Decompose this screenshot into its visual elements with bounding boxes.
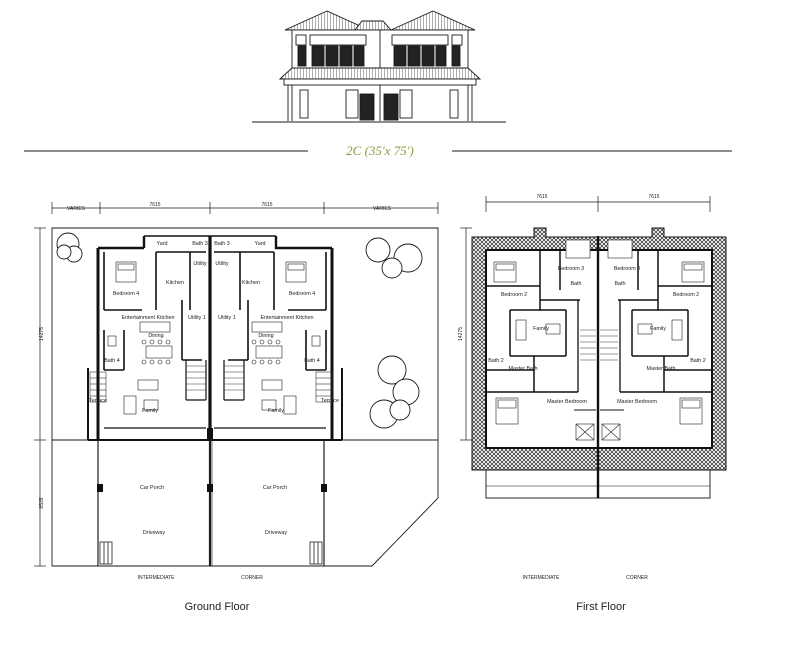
ff-room-master-bath-left: Master Bath xyxy=(508,366,537,372)
ff-room-master-bath-right: Master Bath xyxy=(646,366,675,372)
ff-caption: First Floor xyxy=(576,601,626,613)
gf-room-dining-right: Dining xyxy=(258,333,273,339)
gf-dim-depth-upper: 14275 xyxy=(39,327,45,341)
ff-room-bedroom2-right: Bedroom 2 xyxy=(673,292,699,298)
house-elevation xyxy=(252,10,506,123)
gf-room-utility-right: Utility xyxy=(215,261,228,267)
gf-room-bath4-right: Bath 4 xyxy=(304,358,320,364)
tree-icon xyxy=(56,232,423,429)
gf-room-dining-left: Dining xyxy=(148,333,163,339)
gf-room-bath4-left: Bath 4 xyxy=(104,358,120,364)
gf-room-ent-kitchen-right: Entertainment Kitchen xyxy=(260,315,313,321)
ff-room-bedroom3-left: Bedroom 3 xyxy=(558,266,584,272)
gf-label-intermediate: INTERMEDIATE xyxy=(138,575,176,581)
gf-room-bath3-right: Bath 3 xyxy=(214,241,230,247)
gf-room-ent-kitchen-left: Entertainment Kitchen xyxy=(121,315,174,321)
gf-room-family-left: Family xyxy=(142,408,158,414)
gf-room-family-right: Family xyxy=(268,408,284,414)
gf-room-porch-right: Car Porch xyxy=(263,485,287,491)
ff-room-bath2-left: Bath 2 xyxy=(488,358,504,364)
plan-title: 2C (35'x 75') xyxy=(346,143,414,158)
ff-room-master-bedroom-left: Master Bedroom xyxy=(547,399,587,405)
ff-dim-depth: 14275 xyxy=(458,327,464,341)
gf-room-bath3-left: Bath 3 xyxy=(192,241,208,247)
ff-room-master-bedroom-right: Master Bedroom xyxy=(617,399,657,405)
gf-dim-varies-right: VARIES xyxy=(373,206,392,212)
gf-dim-depth-lower: 8535 xyxy=(39,497,45,508)
gf-dim-7615-left: 7615 xyxy=(149,202,160,208)
gf-room-utility-left: Utility xyxy=(193,261,206,267)
gf-dim-7615-right: 7615 xyxy=(261,202,272,208)
ff-room-family-left: Family xyxy=(533,326,549,332)
ff-label-intermediate: INTERMEDIATE xyxy=(523,575,561,581)
gf-room-terrace-left: Terrace xyxy=(89,398,107,404)
gf-room-porch-left: Car Porch xyxy=(140,485,164,491)
gf-room-bedroom4-left: Bedroom 4 xyxy=(113,291,139,297)
gf-room-utility1-left: Utility 1 xyxy=(188,315,206,321)
ff-room-bedroom2-left: Bedroom 2 xyxy=(501,292,527,298)
gf-room-kitchen-left: Kitchen xyxy=(166,280,184,286)
gf-dim-varies-left: VARIES xyxy=(67,206,86,212)
gf-room-driveway-right: Driveway xyxy=(265,530,287,536)
gf-room-yard-right: Yard xyxy=(255,241,266,247)
gf-room-yard-left: Yard xyxy=(157,241,168,247)
gf-room-driveway-left: Driveway xyxy=(143,530,165,536)
gf-room-utility1-right: Utility 1 xyxy=(218,315,236,321)
ff-room-bedroom3-right: Bedroom 3 xyxy=(614,266,640,272)
ff-room-bath-left: Bath xyxy=(570,281,581,287)
gf-room-bedroom4-right: Bedroom 4 xyxy=(289,291,315,297)
ff-room-bath-right: Bath xyxy=(614,281,625,287)
gf-label-corner: CORNER xyxy=(241,575,263,581)
gf-caption: Ground Floor xyxy=(185,601,250,613)
ff-label-corner: CORNER xyxy=(626,575,648,581)
gf-room-terrace-right: Terrace xyxy=(321,398,339,404)
gf-room-kitchen-right: Kitchen xyxy=(242,280,260,286)
ff-room-bath2-right: Bath 2 xyxy=(690,358,706,364)
first-floor-plan: 7615 7615 14275 xyxy=(458,194,727,613)
ground-floor-plan: VARIES 7615 7615 VARIES 14275 8535 xyxy=(34,202,439,613)
ff-room-family-right: Family xyxy=(650,326,666,332)
ff-dim-7615-left: 7615 xyxy=(536,194,547,200)
ff-dim-7615-right: 7615 xyxy=(648,194,659,200)
